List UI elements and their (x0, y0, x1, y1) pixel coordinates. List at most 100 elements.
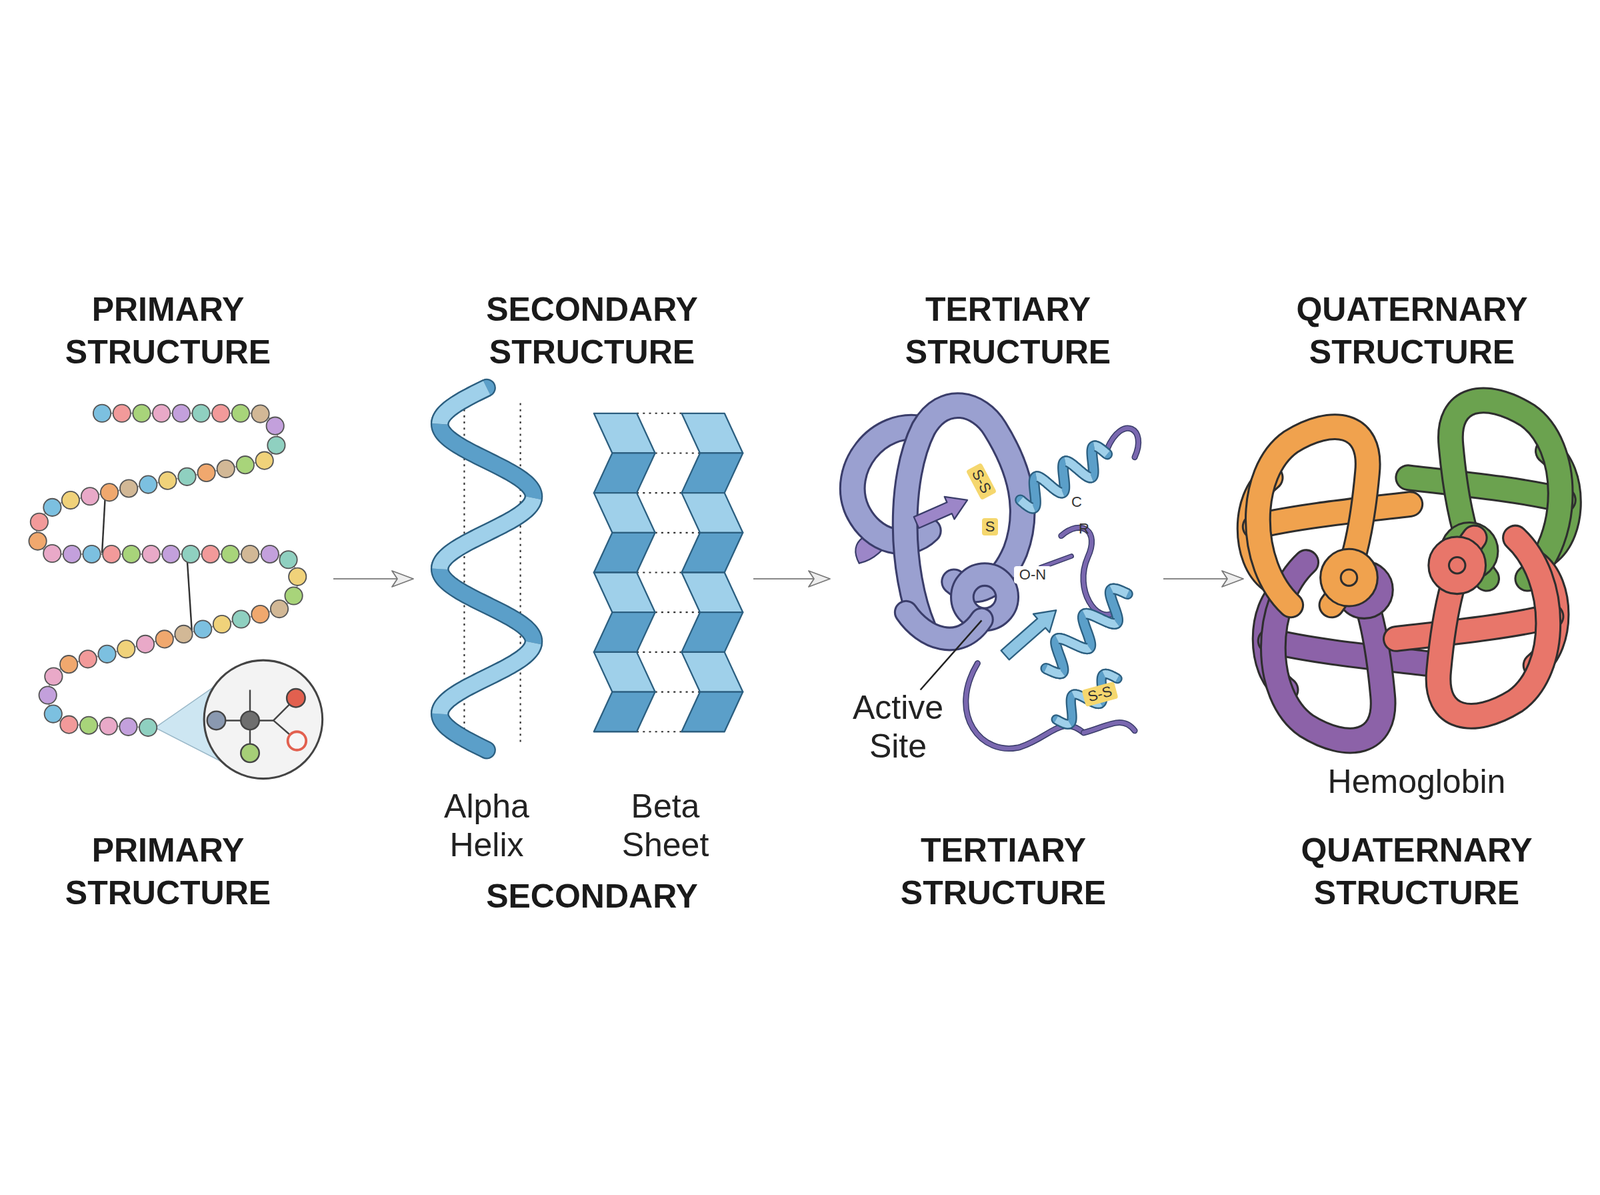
helix-ribbon (440, 388, 534, 750)
stage-heading: PRIMARY STRUCTURE (34, 288, 302, 374)
pleated-strand (594, 612, 656, 652)
helix-ribbon (1111, 588, 1128, 594)
subunit-tube (1438, 537, 1549, 716)
amino-acid-bead (100, 483, 118, 501)
helix-ribbon (1057, 638, 1090, 648)
pleated-strand (594, 692, 656, 732)
subunit-tube (1438, 546, 1476, 584)
amino-acid-bead (44, 667, 62, 685)
pleated-strand (681, 492, 743, 533)
helix-ribbon (1056, 719, 1070, 724)
stage-heading: PRIMARY STRUCTURE (34, 828, 302, 914)
atom-label: R (1076, 520, 1092, 538)
coil (1084, 722, 1136, 732)
amino-acid-bead (81, 487, 99, 505)
amino-acid-bead (232, 404, 250, 422)
amino-acid-bead (232, 610, 250, 628)
subunit-tube (1258, 426, 1368, 605)
subunit-tube (1438, 546, 1476, 584)
amino-acid-bead (80, 716, 98, 734)
amino-acid-bead (156, 630, 174, 648)
hydrogen-bond (636, 571, 682, 573)
subunit-tube (1438, 537, 1549, 716)
amino-acid-bead (82, 545, 100, 563)
pleated-strand (594, 572, 656, 613)
pleated-strand (681, 612, 743, 652)
subunit-tube (1330, 559, 1368, 596)
pleated-strand (594, 413, 656, 454)
amino-acid-bead (120, 479, 138, 497)
helix-ribbon (1057, 638, 1090, 648)
helix-ribbon (1020, 500, 1034, 508)
amino-acid-bead (28, 532, 46, 550)
helix-ribbon (1084, 613, 1117, 624)
atom-label: C (1068, 493, 1085, 511)
helix-ribbon (1020, 500, 1034, 508)
amino-acid-bead (217, 460, 235, 478)
helix-ribbon (1104, 673, 1118, 678)
amino-acid-bead (178, 468, 196, 486)
amino-acid-bead (158, 472, 176, 490)
amino-acid-bead (270, 600, 288, 618)
helix-ribbon (1084, 613, 1117, 624)
amino-acid-bead (236, 456, 254, 474)
primary-illustration (28, 404, 322, 779)
amino-acid-bead (139, 718, 157, 736)
pleated-strand (594, 452, 656, 493)
stage-arrow (753, 578, 830, 580)
atom (286, 688, 306, 708)
helix-ribbon (1111, 588, 1128, 594)
protein-subunit (1250, 426, 1411, 605)
pleated-strand (681, 572, 743, 613)
amino-acid-bead (279, 550, 297, 568)
hydrogen-bond (520, 402, 522, 745)
hydrogen-bond (655, 532, 700, 534)
amino-acid-bead (142, 545, 160, 563)
amino-acid-bead (136, 635, 154, 653)
helix-ribbon (440, 388, 534, 750)
stage-heading: TERTIARY STRUCTURE (870, 828, 1137, 914)
subunit-tube (1258, 426, 1368, 605)
helix-ribbon (1046, 588, 1128, 674)
amino-acid-bead (192, 404, 210, 422)
stage-heading: SECONDARY (458, 874, 726, 918)
atom (207, 711, 226, 730)
subunit-tube (1330, 559, 1368, 596)
subunit-tube (1255, 504, 1411, 527)
pleated-strand (681, 692, 743, 732)
structure-label: Alpha Helix (430, 786, 544, 864)
pleated-strand (594, 532, 656, 573)
amino-acid-bead (39, 686, 57, 704)
subunit-tube (1408, 477, 1564, 500)
helix-ribbon (440, 642, 534, 714)
disulfide-bond: S (982, 518, 998, 536)
leader-line (920, 620, 982, 690)
amino-acid-bead (202, 545, 220, 563)
helix-ribbon (1046, 668, 1063, 674)
amino-acid-bead (182, 545, 200, 563)
amino-acid-bead (132, 404, 150, 422)
hydrogen-bond (636, 730, 682, 732)
disulfide-bond: S-S (966, 462, 997, 500)
helix-ribbon (440, 388, 487, 424)
beta-sheet (594, 413, 743, 732)
amino-acid-bead (251, 605, 269, 623)
hydrogen-bond (655, 690, 700, 692)
amino-acid-bead (197, 464, 215, 482)
coil (1061, 527, 1115, 615)
coil (1084, 722, 1136, 732)
amino-acid-bead (284, 586, 302, 604)
amino-acid-bead (100, 717, 118, 735)
helix-ribbon (1046, 668, 1063, 674)
amino-acid-bead (98, 645, 116, 663)
amino-acid-bead (117, 640, 135, 658)
amino-acid-bead (60, 655, 78, 673)
stage-panel: QUATERNARY STRUCTUREQUATERNARY STRUCTURE (1243, 280, 1594, 920)
hydrogen-bond (636, 412, 682, 414)
callout-label: Active Site (831, 688, 965, 766)
hydrogen-bond (636, 492, 682, 494)
amino-acid-bead (213, 615, 231, 633)
